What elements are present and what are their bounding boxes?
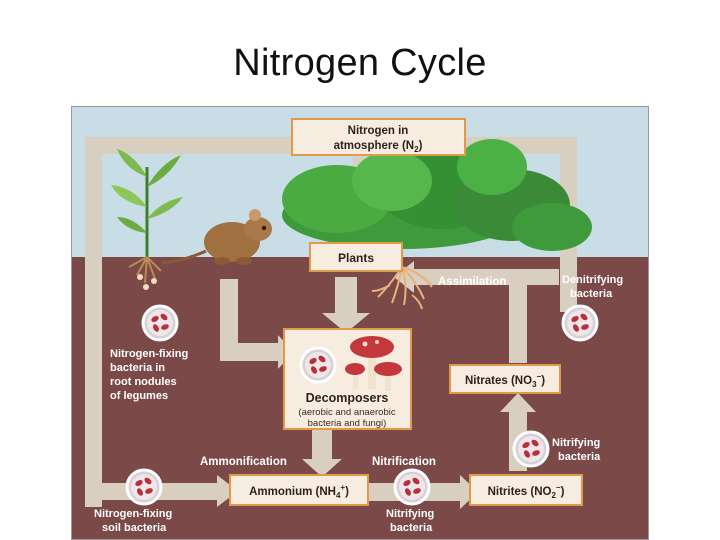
mouse-animal [161, 209, 272, 265]
plants-box: Plants [309, 242, 403, 272]
nodules-label-1: Nitrogen-fixing [110, 348, 188, 360]
nitrates-box: Nitrates (NO3−) [449, 364, 561, 394]
nitrites-box: Nitrites (NO2−) [469, 474, 583, 506]
plant-roots [371, 266, 433, 310]
atmosphere-label-line2: atmosphere (N2) [334, 140, 423, 154]
nitrates-label: Nitrates (NO3−) [465, 372, 545, 389]
decomposers-box: Decomposers (aerobic and anaerobic bacte… [283, 328, 412, 430]
decomposers-label: Decomposers [306, 391, 389, 405]
nodules-label-4: of legumes [110, 390, 168, 402]
nitrifying-bottom-label-1: Nitrifying [386, 508, 434, 520]
nitrification-label: Nitrification [372, 456, 436, 468]
nitrites-label: Nitrites (NO2−) [488, 483, 565, 500]
atmosphere-box: Nitrogen in atmosphere (N2) [291, 118, 466, 156]
atmosphere-label-line1: Nitrogen in [348, 125, 409, 137]
nitrogen-cycle-diagram: Nitrogen in atmosphere (N2) Plants Decom… [71, 106, 649, 540]
plants-label: Plants [338, 251, 374, 265]
denitrifying-label-1: Denitrifying [562, 274, 623, 286]
denitrifying-bacteria-icon [561, 304, 599, 342]
decomposers-desc-line2: bacteria and fungi) [308, 418, 387, 429]
legume-plant [111, 149, 183, 290]
nodules-label-2: bacteria in [110, 362, 165, 374]
nitrifying-right-label-2: bacteria [558, 451, 601, 463]
mushroom-icon [345, 336, 402, 391]
nitrifying-bottom-bacteria-icon [393, 468, 431, 506]
ammonium-label: Ammonium (NH4+) [249, 483, 349, 500]
nitrifying-bottom-label-2: bacteria [390, 522, 433, 534]
soil-fixing-label-1: Nitrogen-fixing [94, 508, 172, 520]
nodules-label-3: root nodules [110, 376, 177, 388]
soil-fixing-label-2: soil bacteria [102, 522, 167, 534]
nitrifying-right-label-1: Nitrifying [552, 437, 600, 449]
ammonification-label: Ammonification [200, 456, 287, 468]
nodule-bacteria-icon [141, 304, 179, 342]
assimilation-label: Assimilation [438, 276, 506, 288]
denitrifying-label-2: bacteria [570, 288, 613, 300]
atmosphere-foliage [282, 139, 592, 251]
decomposers-desc-line1: (aerobic and anaerobic [298, 407, 395, 418]
ammonium-box: Ammonium (NH4+) [229, 474, 369, 506]
nitrifying-right-bacteria-icon [512, 430, 550, 468]
slide-title: Nitrogen Cycle [233, 42, 487, 84]
soil-bacteria-icon [125, 468, 163, 506]
decomposer-bacteria-icon [299, 346, 337, 384]
